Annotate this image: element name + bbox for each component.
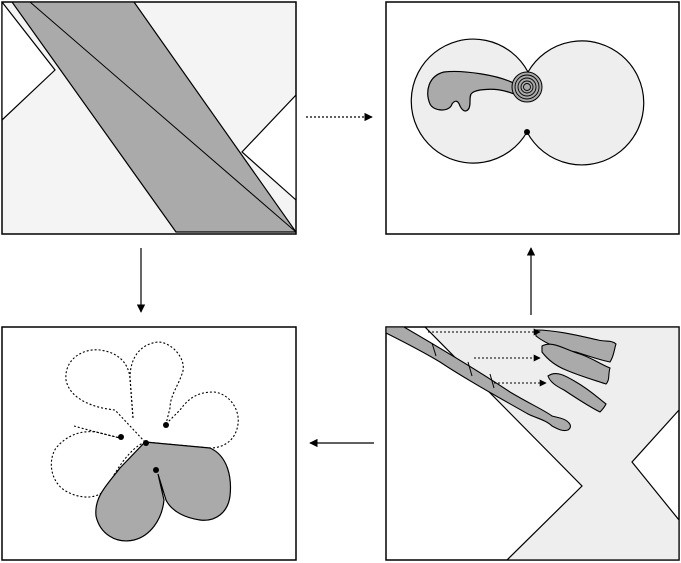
tentacle-shape [427,70,520,112]
center-point [524,129,530,135]
heart-point [153,467,159,473]
spiral-icon [511,71,543,103]
petal-dotted-right [144,391,239,449]
cut-strip [386,327,571,432]
flower-center-point [143,440,149,446]
left-notch [2,2,56,121]
strip-cut-3 [489,373,495,389]
piece-3 [547,373,607,413]
strip-cut-2 [467,361,473,377]
panel-top-right [385,1,680,235]
panel-bottom-left [1,326,297,561]
petal-dotted-upper-right [129,341,184,425]
upper-left-point [118,434,124,440]
diagonal-strip [11,2,296,233]
strip-cut-1 [431,342,437,357]
upper-right-point [163,422,169,428]
piece-2 [541,343,611,385]
petal-dotted-left [50,431,146,498]
heart-region [95,441,232,542]
right-notch [241,94,296,201]
panel-top-left [1,1,297,235]
petal-dotted-upper-left [65,349,146,443]
strip-edge-line [29,2,296,233]
panel-bottom-right [385,326,680,561]
